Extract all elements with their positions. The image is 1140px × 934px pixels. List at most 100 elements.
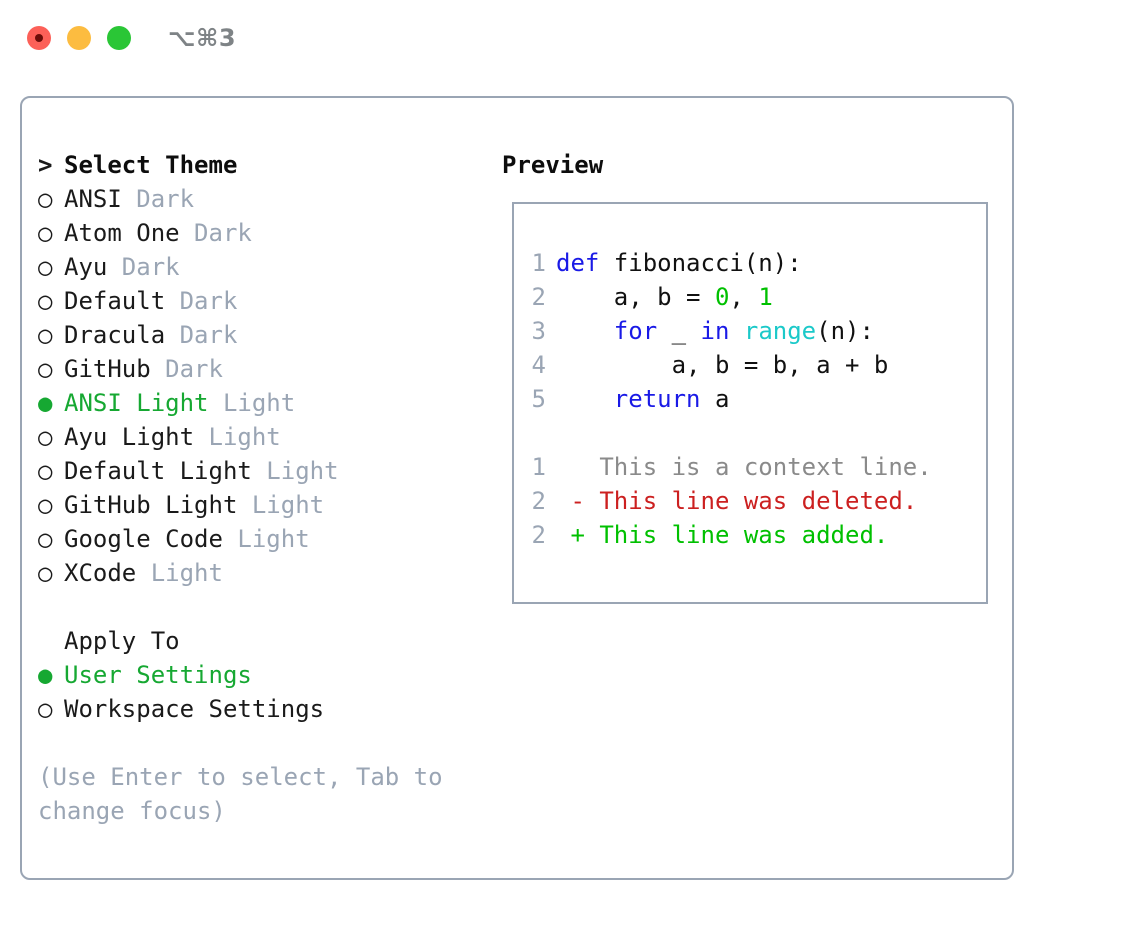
code-token: a, b = b, a + b [556,351,889,379]
line-number: 2 [531,521,546,549]
theme-option-google-code[interactable]: ○Google Code Light [38,522,488,556]
minimize-window-button[interactable] [67,26,91,50]
theme-option-default-light[interactable]: ○ Default Light Light [38,454,488,488]
code-token [556,385,614,413]
radio-selected-icon: ● [38,661,53,689]
keyboard-hint-text: (Use Enter to select, Tab to change focu… [38,763,443,825]
code-diff-gap [522,416,982,450]
theme-option-label: ANSI [64,185,122,213]
theme-option-xcode[interactable]: ○ XCode Light [38,556,488,590]
code-token: return [613,385,701,413]
theme-option-ansi-light[interactable]: ● ANSI Light Light [38,386,488,420]
theme-option-ayu[interactable]: ○Ayu Dark [38,250,488,284]
diff-sign: + [556,521,585,549]
close-window-button[interactable] [27,26,51,50]
maximize-window-button[interactable] [107,26,131,50]
theme-option-label: Google Code [64,525,223,553]
diff-text: This line was added. [584,521,889,549]
window-title-shortcut: ⌥⌘3 [168,24,237,52]
theme-option-tag: Light [251,457,339,485]
radio-unselected-icon: ○ [38,695,53,723]
radio-unselected-icon: ○ [38,457,53,485]
radio-unselected-icon: ○ [38,287,53,315]
apply-to-option-label: User Settings [64,661,252,689]
theme-option-label: Atom One [64,219,180,247]
theme-option-label: ANSI Light [64,389,209,417]
theme-option-label: Default Light [64,457,252,485]
apply-to-option-workspace-settings[interactable]: ○ Workspace Settings [38,692,488,726]
radio-unselected-icon: ○ [38,321,53,349]
code-token: a [700,385,730,413]
code-token: range [743,317,817,345]
theme-options-list[interactable]: ○ANSI Dark○Atom One Dark○Ayu Dark○Defaul… [38,182,488,590]
theme-option-ayu-light[interactable]: ○ Ayu Light Light [38,420,488,454]
select-theme-label: Select Theme [64,151,238,179]
code-token: in [700,317,730,345]
theme-option-label: GitHub [64,355,151,383]
preview-title: Preview [502,151,604,179]
diff-line: 2 - This line was deleted. [522,484,982,518]
theme-option-tag: Light [136,559,223,587]
close-icon [35,34,43,42]
prompt-caret-icon: > [38,151,53,179]
radio-unselected-icon: ○ [38,219,53,247]
list-gap [38,590,488,624]
theme-option-default[interactable]: ○ Default Dark [38,284,488,318]
theme-option-tag: Light [237,491,325,519]
code-line: 3 for _ in range(n): [522,314,982,348]
theme-option-atom-one[interactable]: ○ Atom One Dark [38,216,488,250]
radio-selected-icon: ● [38,389,53,417]
diff-sign [556,453,585,481]
code-token: 0 [714,283,730,311]
apply-to-option-user-settings[interactable]: ● User Settings [38,658,488,692]
title-bar: ⌥⌘3 [0,0,1140,78]
theme-option-tag: Dark [165,287,238,315]
theme-option-tag: Light [194,423,281,451]
line-number: 1 [531,453,546,481]
code-token: _ [657,317,701,345]
theme-option-github-light[interactable]: ○ GitHub Light Light [38,488,488,522]
theme-option-label: Default [64,287,166,315]
theme-option-tag: Light [208,389,296,417]
radio-unselected-icon: ○ [38,423,53,451]
theme-option-tag: Dark [107,253,180,281]
line-number: 2 [531,283,546,311]
theme-option-github[interactable]: ○GitHub Dark [38,352,488,386]
theme-option-label: XCode [64,559,137,587]
radio-unselected-icon: ○ [38,185,53,213]
apply-to-marker-placeholder [38,624,64,658]
theme-option-label: Ayu [64,253,108,281]
code-token: (n): [816,317,874,345]
code-line: 2 a, b = 0, 1 [522,280,982,314]
theme-option-label: Dracula [64,321,166,349]
theme-option-label: GitHub Light [64,491,238,519]
theme-picker-panel: >Select Theme ○ANSI Dark○Atom One Dark○A… [20,96,1014,880]
diff-sign: - [556,487,585,515]
diff-text: This is a context line. [584,453,932,481]
radio-unselected-icon: ○ [38,559,53,587]
code-token: a, b = [556,283,715,311]
code-line: 4 a, b = b, a + b [522,348,982,382]
code-token: , [729,283,759,311]
apply-to-option-label: Workspace Settings [64,695,325,723]
radio-unselected-icon: ○ [38,491,53,519]
diff-line: 2 + This line was added. [522,518,982,552]
code-token [729,317,743,345]
apply-to-options-list[interactable]: ● User Settings ○ Workspace Settings [38,658,488,726]
theme-option-dracula[interactable]: ○ Dracula Dark [38,318,488,352]
theme-option-tag: Dark [150,355,223,383]
apply-to-label: Apply To [64,627,180,655]
code-token: fibonacci(n): [599,249,802,277]
diff-line: 1 This is a context line. [522,450,982,484]
radio-unselected-icon: ○ [38,525,53,553]
theme-option-ansi[interactable]: ○ANSI Dark [38,182,488,216]
theme-option-tag: Dark [179,219,252,247]
theme-option-label: Ayu Light [64,423,195,451]
theme-option-tag: Dark [165,321,238,349]
